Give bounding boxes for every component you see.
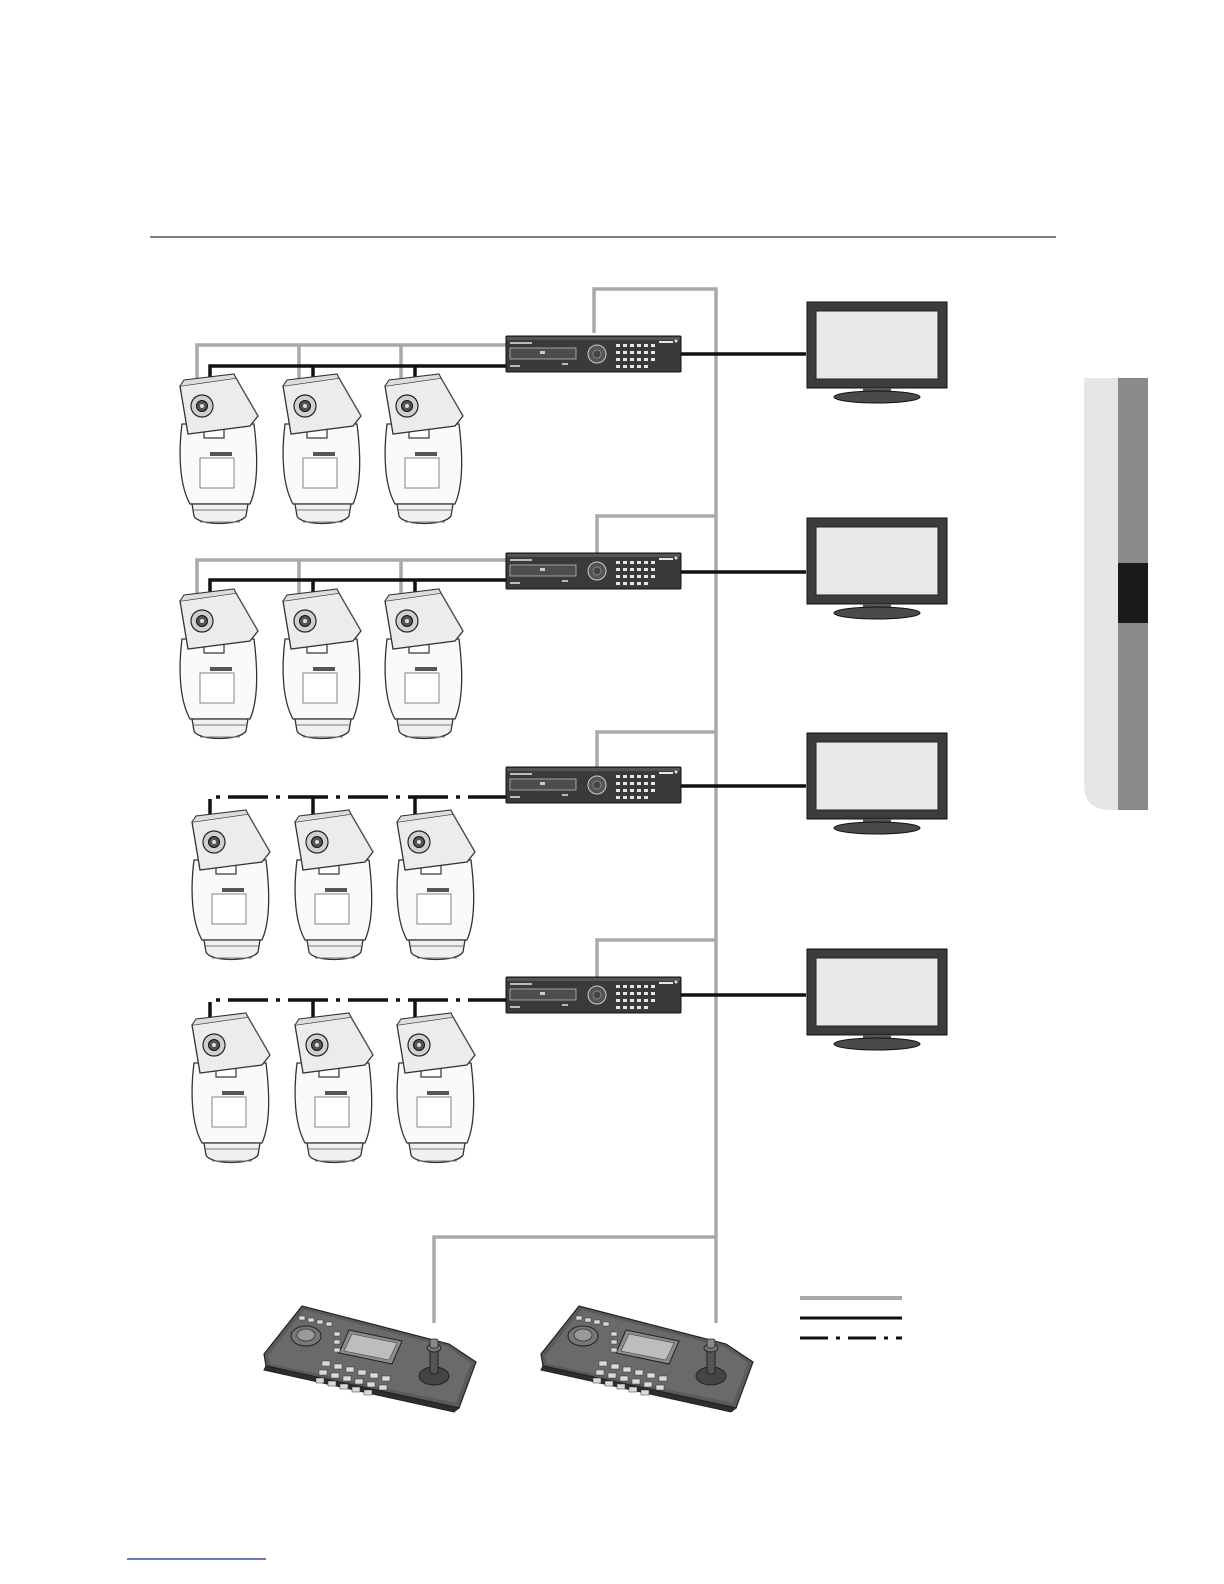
ptz-camera-icon [397, 810, 475, 960]
monitor-icon [807, 302, 947, 403]
chapter-tab-active [1118, 563, 1148, 623]
ptz-camera-icon [397, 1013, 475, 1163]
legend [800, 1298, 902, 1338]
control-keyboard-icon [264, 1306, 476, 1412]
ptz-camera-icon [180, 374, 258, 524]
dvr-recorder-icon [506, 553, 681, 589]
camera-group-1 [180, 302, 947, 524]
ptz-camera-icon [283, 589, 361, 739]
ptz-camera-icon [192, 1013, 270, 1163]
dvr-recorder-icon [506, 767, 681, 803]
dvr-recorder-icon [506, 977, 681, 1013]
monitor-icon [807, 518, 947, 619]
ptz-camera-icon [385, 374, 463, 524]
backbone-bus [434, 289, 716, 1323]
dvr-recorder-icon [506, 336, 681, 372]
ptz-camera-icon [283, 374, 361, 524]
chapter-side-tab [1084, 378, 1148, 810]
ptz-camera-icon [180, 589, 258, 739]
monitor-icon [807, 949, 947, 1050]
monitor-icon [807, 733, 947, 834]
ptz-camera-icon [295, 1013, 373, 1163]
camera-group-3 [192, 733, 947, 960]
ptz-camera-icon [385, 589, 463, 739]
ptz-camera-icon [295, 810, 373, 960]
camera-group-4 [192, 949, 947, 1163]
ptz-camera-icon [192, 810, 270, 960]
camera-group-2 [180, 518, 947, 739]
control-keyboard-icon [541, 1306, 753, 1412]
